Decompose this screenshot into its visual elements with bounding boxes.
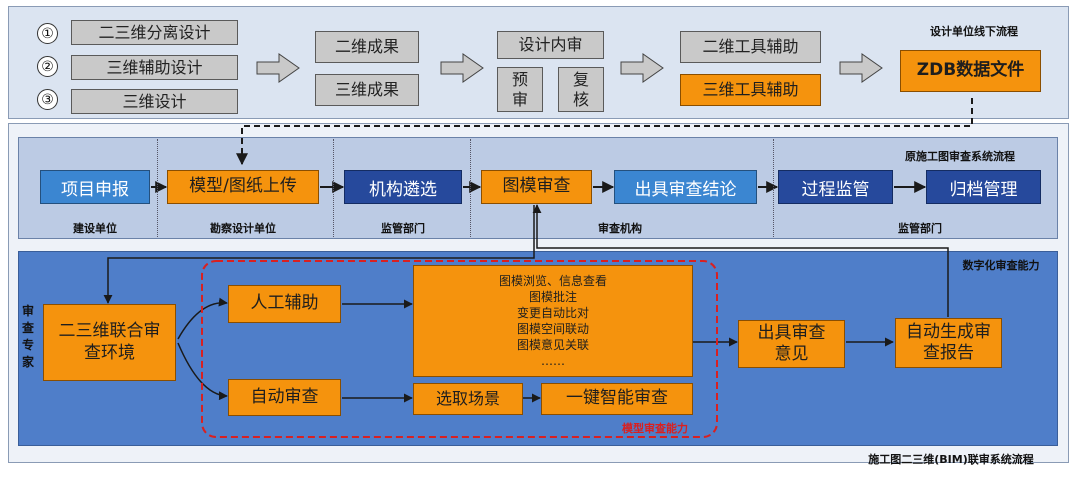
model-capability-region [201,260,718,438]
original-process-title: 原施工图审查系统流程 [905,150,1015,163]
feature-spatial-link: 图模空间联动 [516,322,589,336]
pre-review-box: 预审 [497,67,543,112]
bim-process-title: 施工图二三维(BIM)联审系统流程 [868,453,1034,466]
review-opinion-box: 出具审查意见 [738,320,845,368]
review-expert-label: 审 查 专 家 [21,304,34,369]
feature-compare: 变更自动比对 [516,306,589,320]
feature-browse: 图模浏览、信息查看 [498,274,607,288]
number-2: ② [37,56,58,77]
3d-tool-assist-box: 三维工具辅助 [680,74,821,106]
assisted-3d-design-box: 三维辅助设计 [71,55,238,80]
2d-result-box: 二维成果 [315,31,419,63]
feature-more: …… [541,354,565,368]
block-arrow-4 [839,53,883,83]
number-3: ③ [37,89,58,110]
2d-tool-assist-box: 二维工具辅助 [680,31,821,63]
number-1: ① [37,23,58,44]
model-capability-label: 模型审查能力 [622,422,688,435]
zdb-file-box: ZDB数据文件 [900,50,1041,92]
role-builder: 建设单位 [73,222,117,235]
3d-design-box: 三维设计 [71,89,238,114]
block-arrow-3 [620,53,664,83]
feature-opinion-link: 图模意见关联 [516,338,589,352]
step-model-upload: 模型/图纸上传 [167,170,319,204]
step-archive: 归档管理 [926,170,1041,204]
block-arrow-1 [256,53,300,83]
separated-design-box: 二三维分离设计 [71,20,238,45]
role-supervision-2: 监管部门 [898,222,942,235]
smart-review-box: 一键智能审查 [541,383,693,415]
3d-result-box: 三维成果 [315,74,419,106]
auto-report-box: 自动生成审查报告 [895,318,1002,368]
re-review-box: 复核 [558,67,604,112]
role-design: 勘察设计单位 [210,222,276,235]
step-project-apply: 项目申报 [40,170,150,204]
step-process-supervision: 过程监管 [778,170,893,204]
separator-1 [157,139,158,237]
step-review-conclusion: 出具审查结论 [614,170,757,204]
joint-review-env-box: 二三维联合审查环境 [43,304,176,381]
block-arrow-2 [440,53,484,83]
offline-process-title: 设计单位线下流程 [930,25,1018,38]
step-agency-selection: 机构遴选 [344,170,462,204]
digital-capability-title: 数字化审查能力 [962,259,1040,272]
separator-2 [333,139,334,237]
model-features-box: 图模浏览、信息查看 图模批注 变更自动比对 图模空间联动 图模意见关联 …… [413,265,693,377]
feature-annotate: 图模批注 [528,290,577,304]
separator-4 [773,139,774,237]
role-review-agency: 审查机构 [598,222,642,235]
role-supervision-1: 监管部门 [381,222,425,235]
separator-3 [470,139,471,237]
manual-assist-box: 人工辅助 [228,285,341,323]
step-model-review: 图模审查 [481,170,592,204]
select-scene-box: 选取场景 [413,383,523,415]
auto-review-box: 自动审查 [228,379,341,416]
internal-review-box: 设计内审 [497,31,604,59]
zdb-dashed-link [236,98,973,166]
